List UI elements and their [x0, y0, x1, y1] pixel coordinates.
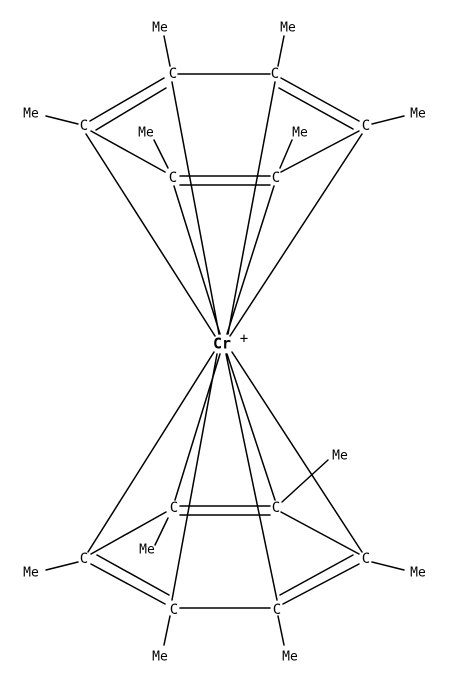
bond-bot-me2 [277, 615, 285, 646]
atom-labels: C C C C C C Me Me Me Me Me Me Cr + C C C… [23, 21, 426, 665]
charge-plus: + [240, 331, 248, 347]
bond-top-c5-c6 [90, 130, 166, 173]
methyl-top-3: Me [410, 107, 426, 122]
bond-cr-top-c4 [226, 185, 275, 335]
chromium-atom: Cr [213, 335, 231, 353]
carbon-top-1: C [169, 66, 177, 82]
carbon-top-3: C [362, 118, 370, 134]
methyl-bot-4: Me [332, 449, 348, 464]
bond-top-me3 [371, 115, 405, 125]
carbon-top-2: C [271, 66, 279, 82]
methyl-bot-3: Me [410, 566, 426, 581]
bond-top-me4 [279, 139, 293, 169]
bond-cr-top-c3 [229, 133, 363, 337]
bond-cr-bot-c2 [225, 353, 278, 601]
methyl-bot-1: Me [152, 650, 168, 665]
bond-cr-bot-c4 [226, 353, 276, 501]
bond-top-c3-c4 [280, 130, 360, 173]
carbon-bot-2: C [273, 602, 281, 618]
bond-bot-c1-c6 [90, 563, 166, 605]
bond-bot-me3 [371, 561, 405, 571]
carbon-top-5: C [169, 170, 177, 186]
bond-bot-me4 [281, 459, 329, 503]
methyl-top-5: Me [138, 126, 154, 141]
bond-cr-top-c5 [173, 185, 221, 335]
carbon-bot-6: C [80, 551, 88, 567]
bond-cr-bot-c6 [87, 351, 215, 553]
bond-bot-me5 [154, 517, 169, 546]
methyl-bot-5: Me [139, 543, 155, 558]
bond-bot-me6 [45, 561, 79, 571]
bond-top-me6 [45, 115, 79, 125]
bond-cr-bot-c3 [231, 351, 363, 553]
methyl-top-1: Me [152, 21, 168, 36]
methyl-top-4: Me [292, 126, 308, 141]
bond-cr-bot-c5 [174, 353, 221, 501]
bond-top-me5 [153, 139, 169, 169]
carbon-bot-5: C [170, 500, 178, 516]
methyl-bot-2: Me [282, 650, 298, 665]
bond-bot-me1 [163, 615, 171, 646]
carbon-top-6: C [80, 118, 88, 134]
bond-layer [45, 35, 405, 646]
bond-bot-c6-c5 [90, 511, 167, 555]
carbon-bot-4: C [272, 500, 280, 516]
bond-top-c6-c1-double [95, 87, 167, 131]
methyl-bot-6: Me [23, 566, 39, 581]
carbon-bot-3: C [362, 551, 370, 567]
bond-bot-c4-c3 [280, 511, 360, 555]
carbon-top-4: C [272, 170, 280, 186]
bond-bot-c3-c2 [282, 563, 360, 605]
bond-cr-top-c6 [85, 133, 216, 337]
bond-top-c6-c1 [89, 77, 165, 122]
methyl-top-6: Me [23, 107, 39, 122]
bond-top-c2-c3-double [278, 87, 354, 130]
methyl-top-2: Me [280, 21, 296, 36]
bond-top-me2 [277, 35, 285, 67]
bond-top-c2-c3 [280, 77, 360, 122]
bond-bot-c3-c2-double [279, 554, 354, 596]
bond-top-me1 [163, 35, 171, 67]
bond-bot-c1-c6-double [96, 554, 170, 596]
bond-cr-top-c1 [171, 81, 220, 335]
bond-cr-bot-c1 [171, 353, 218, 601]
bond-cr-top-c2 [227, 81, 276, 335]
carbon-bot-1: C [170, 602, 178, 618]
